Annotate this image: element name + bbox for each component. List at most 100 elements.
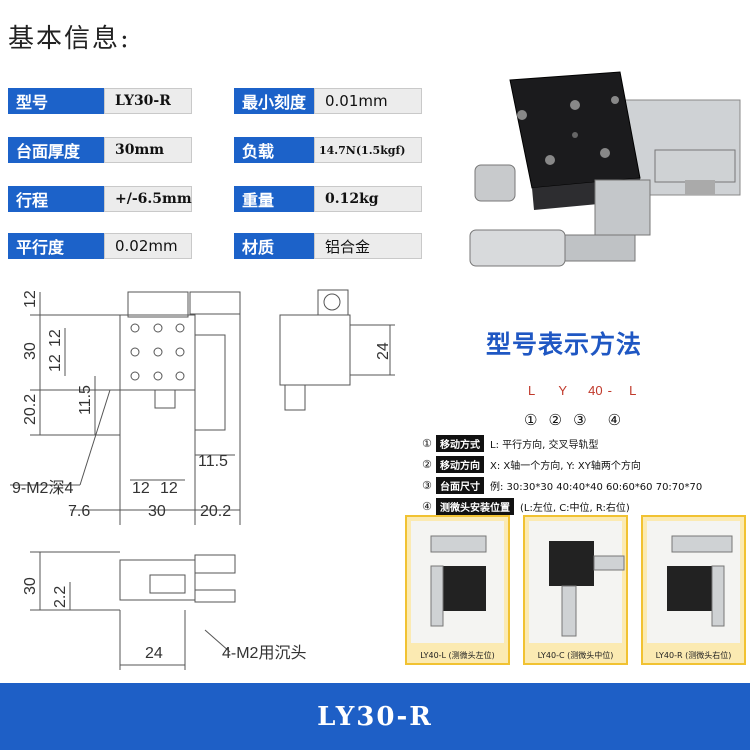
spec-parallelism: 平行度 0.02mm xyxy=(8,233,192,259)
legend-tag: 测微头安装位置 xyxy=(436,498,514,515)
side-outline xyxy=(279,314,351,386)
micrometer xyxy=(593,555,625,571)
variant-photo-center: LY40-C (测微头中位) xyxy=(523,515,628,665)
legend-text: L: 平行方向, 交叉导轨型 xyxy=(490,440,599,451)
spec-value: 0.02mm xyxy=(104,233,192,259)
stage-top xyxy=(509,71,641,189)
page-title: 基本信息: xyxy=(8,24,131,54)
photo-caption: LY40-L (测微头左位) xyxy=(420,651,495,660)
spec-label: 行程 xyxy=(8,186,104,212)
micrometer-sleeve xyxy=(564,234,636,262)
dim-label: 12 xyxy=(22,290,39,308)
spec-weight: 重量 0.12kg xyxy=(234,186,422,212)
legend-text: X: X轴一个方向, Y: XY轴两个方向 xyxy=(490,461,641,472)
photo-caption: LY40-C (测微头中位) xyxy=(537,651,614,660)
dim-label: 11.5 xyxy=(77,385,94,415)
stage-hole xyxy=(600,148,610,158)
spec-value: 0.12kg xyxy=(314,186,422,212)
stage-hole xyxy=(611,96,619,104)
dim-label: 20.2 xyxy=(22,394,39,425)
circled-number: ② xyxy=(548,411,562,429)
circled-number: ③ xyxy=(573,411,587,429)
footer-title: LY30-R xyxy=(317,701,433,732)
dim-label: 30 xyxy=(148,503,166,520)
legend-number: ④ xyxy=(422,500,432,513)
spec-table-thickness: 台面厚度 30mm xyxy=(8,137,192,163)
rail-outline xyxy=(127,291,189,318)
spec-model: 型号 LY30-R xyxy=(8,88,192,114)
spec-value: 铝合金 xyxy=(314,233,422,259)
code-segment: - xyxy=(607,383,612,398)
spec-label: 型号 xyxy=(8,88,104,114)
spec-value: 14.7N(1.5kgf) xyxy=(314,137,422,163)
stage-block xyxy=(441,566,486,611)
variant-photo-right: LY40-R (测微头右位) xyxy=(641,515,746,665)
photo-area xyxy=(529,521,625,643)
dim-label: 11.5 xyxy=(198,453,228,470)
dim-label: 20.2 xyxy=(200,503,231,520)
stage-hole xyxy=(570,100,580,110)
dim-label: 24 xyxy=(375,342,392,360)
spec-label: 重量 xyxy=(234,186,314,212)
spec-value: 0.01mm xyxy=(314,88,422,114)
legend-row: ① 移动方式 L: 平行方向, 交叉导轨型 xyxy=(422,435,598,452)
dim-label: 12 xyxy=(160,480,178,497)
dim-label: 12 xyxy=(47,354,64,372)
stage-block xyxy=(667,566,712,611)
dim-label: 24 xyxy=(145,645,163,662)
micrometer-barrel xyxy=(469,229,566,267)
micrometer-outline xyxy=(194,334,226,431)
photo-caption: LY40-R (测微头右位) xyxy=(655,651,732,660)
spec-min-scale: 最小刻度 0.01mm xyxy=(234,88,422,114)
front-outline xyxy=(119,559,196,601)
stage-hole xyxy=(545,155,555,165)
circled-number: ④ xyxy=(607,411,622,429)
micrometer xyxy=(561,585,577,637)
lock-outline xyxy=(154,389,176,409)
legend-row: ④ 测微头安装位置 (L:左位, C:中位, R:右位) xyxy=(422,498,630,515)
spec-label: 最小刻度 xyxy=(234,88,314,114)
dim-label: 30 xyxy=(22,342,39,360)
spec-material: 材质 铝合金 xyxy=(234,233,422,259)
legend-number: ① xyxy=(422,437,432,450)
photo-area xyxy=(647,521,740,643)
micrometer-outline xyxy=(189,291,241,315)
variant-photo-left: LY40-L (测微头左位) xyxy=(405,515,510,665)
legend-number: ② xyxy=(422,458,432,471)
micrometer xyxy=(430,535,487,553)
hole-note: 9-M2深4 xyxy=(12,479,73,497)
micrometer-thimble xyxy=(685,180,715,195)
legend-row: ② 移动方向 X: X轴一个方向, Y: XY轴两个方向 xyxy=(422,456,641,473)
dim-label: 2.2 xyxy=(52,586,69,608)
stage-hole xyxy=(517,110,527,120)
spec-label: 台面厚度 xyxy=(8,137,104,163)
spec-value: +/-6.5mm xyxy=(104,186,192,212)
front-view xyxy=(30,551,236,670)
spec-label: 负载 xyxy=(234,137,314,163)
dim-label: 30 xyxy=(22,577,39,595)
legend-row: ③ 台面尺寸 例: 30:30*30 40:40*40 60:60*60 70:… xyxy=(422,477,702,494)
stage-thumbnail xyxy=(430,535,487,627)
side-view xyxy=(279,289,395,411)
circled-number: ① xyxy=(524,411,538,429)
code-segment: Y xyxy=(558,383,567,398)
stage-block xyxy=(549,541,594,586)
legend-text: (L:左位, C:中位, R:右位) xyxy=(520,503,630,514)
code-segment: L xyxy=(528,383,536,398)
legend-tag: 移动方向 xyxy=(436,456,484,473)
spec-travel: 行程 +/-6.5mm xyxy=(8,186,192,212)
model-code-circled: ① ② ③ ④ xyxy=(524,410,621,429)
model-code-string: L Y 40 - L xyxy=(528,380,636,399)
spec-value: 30mm xyxy=(104,137,192,163)
micrometer xyxy=(430,565,444,627)
stage-hole xyxy=(572,132,578,138)
stage-thumbnail xyxy=(667,535,733,627)
micrometer-mount xyxy=(594,179,651,236)
micrometer xyxy=(711,565,725,627)
dim-label: 7.6 xyxy=(68,503,90,520)
legend-number: ③ xyxy=(422,479,432,492)
micrometer-barrel xyxy=(654,149,736,183)
stage-thumbnail xyxy=(549,541,625,637)
model-code-title: 型号表示方法 xyxy=(486,330,643,359)
legend-text: 例: 30:30*30 40:40*40 60:60*60 70:70*70 xyxy=(490,482,703,493)
